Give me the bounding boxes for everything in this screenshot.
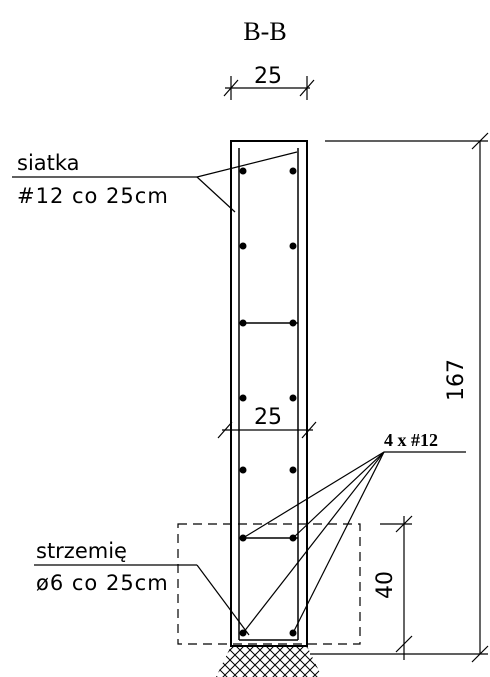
footing-outline [177,523,361,645]
height-label: 167 [444,359,469,401]
rebar-dots [239,167,297,637]
stirrup-name-label: strzemię [36,539,127,563]
top-width-label: 25 [254,64,282,89]
mesh-leader [12,151,298,213]
mesh-spec-label: #12 co 25cm [17,184,169,208]
stirrup-spec-label: ø6 co 25cm [36,571,169,595]
rebar-dot [239,167,247,175]
height-dimension [310,132,489,663]
mid-width-dimension [217,421,317,439]
stirrup-leader [34,564,250,636]
rebar-dot [289,167,297,175]
footing-depth-label: 40 [373,571,398,599]
rebar-dot [239,319,247,327]
mesh-name-label: siatka [17,151,80,175]
bars-label: 4 x #12 [384,430,438,450]
rebar-dot [289,394,297,402]
rebar-dot [289,242,297,250]
rebar-dot [289,319,297,327]
rebar-dot [239,394,247,402]
footing-depth-dimension [380,515,413,660]
column-outline [230,140,308,647]
mid-width-label: 25 [254,405,282,430]
rebar-dot [289,466,297,474]
rebar-dot [239,466,247,474]
rebar-dot [239,242,247,250]
soil-hatch [216,646,322,677]
column-reinforcement-lines [238,148,299,641]
bars-leader [242,451,466,634]
section-title: B-B [243,17,286,46]
top-width-dimension [223,76,315,100]
